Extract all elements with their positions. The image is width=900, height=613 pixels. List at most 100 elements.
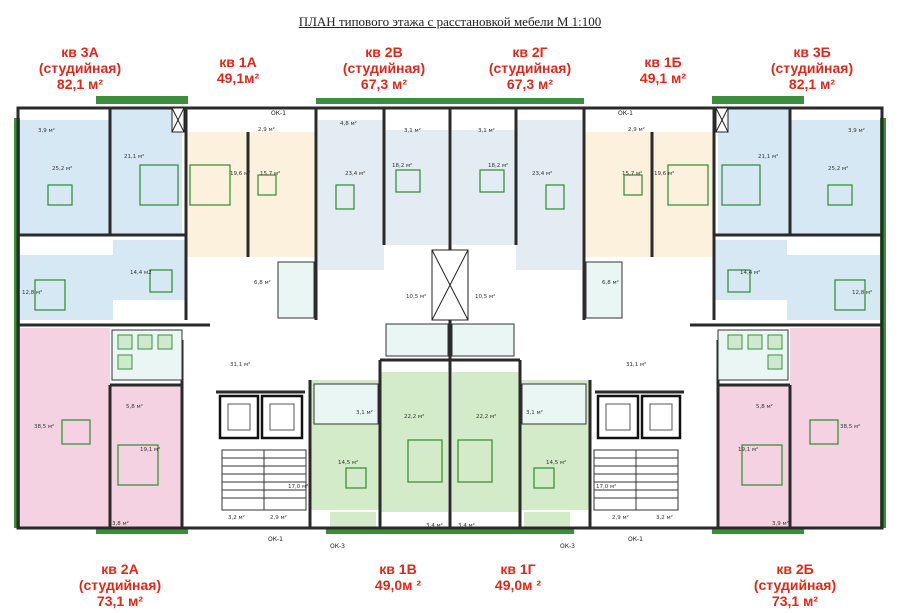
apartment-type: (студийная) [38,60,122,76]
room-area: 3,1 м² [404,127,421,134]
room-area: 14,5 м² [546,459,566,466]
room-3A-living [18,120,110,235]
window-mark: ОК-1 [268,536,283,543]
room-area: 18,2 м² [488,162,508,169]
room-area: 3,9 м² [772,520,789,527]
room-area: 5,8 м² [126,403,143,410]
apartment-type: (студийная) [770,60,854,76]
room-area: 3,1 м² [356,409,373,416]
apartment-name: кв 1Б [644,54,682,70]
room-area: 2,9 м² [612,514,629,521]
apartment-label-2A: кв 2А (студийная) 73,1 м² [60,561,180,609]
apartment-name: кв 3Б [793,44,831,60]
plan-title: ПЛАН типового этажа с расстановкой мебел… [298,14,602,29]
room-1G-balcony [524,512,570,530]
apartment-type: (студийная) [488,60,572,76]
apartment-name: кв 3А [61,44,99,60]
apartment-label-1G: кв 1Г 49,0м ² [458,561,578,593]
apartment-label-1B: кв 1Б 49,1 м² [603,54,723,86]
apartment-name: кв 1Г [500,561,536,577]
room-area-labels: 25,2 м² 21,1 м² 3,9 м² 14,4 м2 12,8 м² 1… [22,120,872,529]
room-area: 6,8 м² [602,279,619,286]
apartment-label-3A: кв 3А (студийная) 82,1 м² [20,44,140,92]
room-2G-living [452,130,516,245]
vent-shafts [171,107,729,321]
room-3B-living [790,120,882,235]
room-area: 3,9 м² [848,127,865,134]
apartment-area: 73,1 м² [771,593,819,609]
room-area: 19,6 м² [230,170,250,177]
room-area: 10,5 м² [406,293,426,300]
room-1A-living [186,132,248,257]
apartment-area: 67,3 м² [360,76,408,92]
stairs-right [593,449,679,511]
room-area: 10,5 м² [475,293,495,300]
room-1V-living [380,372,448,512]
room-fills-bottom [18,328,882,530]
room-area: 15,7 м² [260,170,280,177]
apartment-name: кв 2В [365,44,403,60]
room-2V-kitchen [318,120,384,270]
apartment-name: кв 2Б [776,561,814,577]
room-area: 3,2 м² [228,514,245,521]
apartment-area: 49,1 м² [639,70,687,86]
room-area: 2,9 м² [270,514,287,521]
room-2A-living [18,328,110,528]
elevator-shafts [218,394,682,440]
room-area: 31,1 м² [230,361,250,368]
window-mark: ОК-1 [618,110,633,117]
room-fills [18,108,882,320]
room-area: 21,1 м² [124,153,144,160]
room-area: 15,7 м² [622,170,642,177]
bathrooms [111,261,789,425]
apartment-label-2V: кв 2В (студийная) 67,3 м² [324,44,444,92]
room-2G-kitchen [516,120,582,270]
room-3B-hall [715,240,787,300]
apartment-label-2G: кв 2Г (студийная) 67,3 м² [470,44,590,92]
room-area: 17,0 м² [596,483,616,490]
apartment-area: 49,1м² [216,70,260,86]
room-area: 3,1 м² [478,127,495,134]
apartment-type: (студийная) [78,577,162,593]
room-area: 14,5 м² [338,459,358,466]
room-area: 18,2 м² [392,162,412,169]
room-area: 38,5 м² [840,423,860,430]
window-mark: ОК-1 [271,110,286,117]
apartment-area: 67,3 м² [506,76,554,92]
room-area: 3,1 м² [526,409,543,416]
room-3B-bedroom [718,108,790,235]
room-area: 19,1 м² [738,446,758,453]
apartment-label-3B: кв 3Б (студийная) 82,1 м² [752,44,872,92]
room-2V-living [384,130,448,245]
window-mark: ОК-1 [628,536,643,543]
apartment-name: кв 1В [379,561,417,577]
elevator-cabins [227,403,673,431]
room-area: 3,9 м² [38,127,55,134]
room-area: 6,8 м² [254,279,271,286]
furniture [34,164,866,489]
room-area: 3,4 м² [426,522,443,529]
room-area: 38,5 м² [34,423,54,430]
apartment-area: 49,0м ² [374,577,422,593]
apartment-area: 82,1 м² [56,76,104,92]
apartment-type: (студийная) [342,60,426,76]
room-area: 14,4 м² [740,269,760,276]
apartment-type: (студийная) [753,577,837,593]
room-area: 22,2 м² [476,413,496,420]
walls [16,106,884,530]
room-1B-living [652,132,714,257]
room-area: 3,8 м² [112,520,129,527]
room-2B-bedroom [718,385,790,528]
room-area: 2,9 м² [628,126,645,133]
room-area: 5,8 м² [756,403,773,410]
room-area: 12,8 м² [852,289,872,296]
room-area: 25,2 м² [52,165,72,172]
window-mark: ОК-3 [330,543,345,550]
room-area: 14,4 м2 [130,270,152,276]
room-area: 19,6 м² [654,170,674,177]
apartment-name: кв 2А [101,561,139,577]
room-area: 3,2 м² [656,514,673,521]
room-area: 3,4 м² [458,522,475,529]
room-area: 23,4 м² [345,170,365,177]
